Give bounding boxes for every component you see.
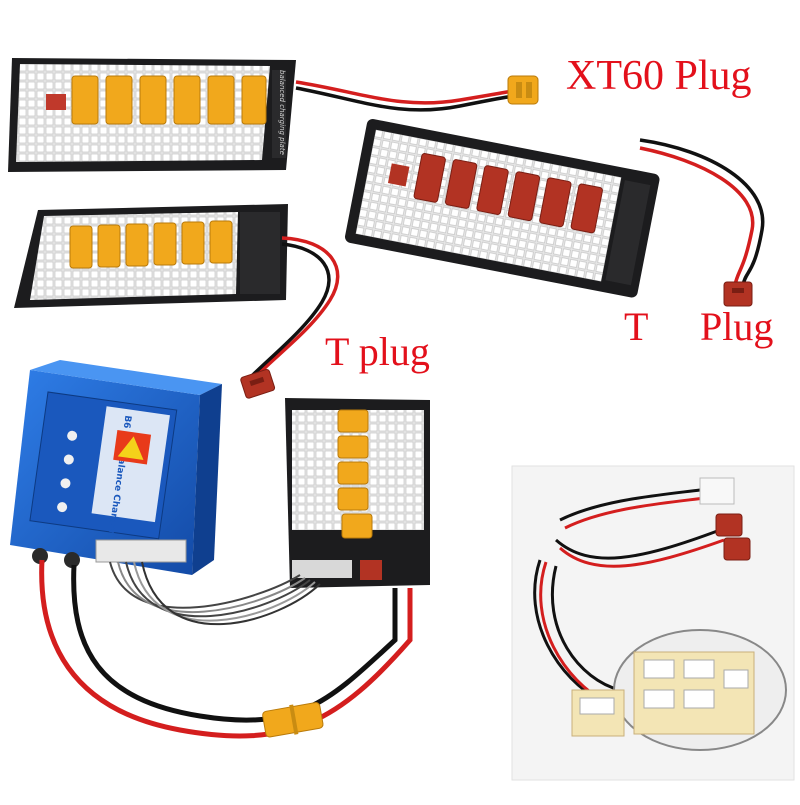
lead-wire-black (246, 242, 331, 382)
xt60-plug-connector (507, 75, 539, 105)
caption-t-plug-right-letter: T (624, 304, 649, 349)
balance-connector-white (699, 477, 735, 505)
lead-wire-red (253, 236, 340, 380)
charger-panel: B6 Pro Balance Charger (29, 391, 178, 540)
board-tplug-right (344, 119, 660, 298)
balance-wire-bundle (109, 561, 321, 626)
lead-wire-red (39, 559, 413, 739)
t-plug-connector-right (723, 281, 753, 307)
lead-wire-black (639, 138, 765, 286)
lead-wire-black (295, 86, 521, 112)
balance-charger: B6 Pro Balance Charger (10, 360, 222, 575)
t-plug-connector-left (240, 369, 276, 399)
board-label-text: balanced charging plate (278, 70, 286, 155)
svg-text:balanced charging plate: balanced charging plate (278, 70, 286, 155)
caption-xt60-plug: XT60 Plug (566, 53, 752, 99)
caption-t-plug-right-word: Plug (700, 304, 774, 349)
lead-wire-black (71, 564, 398, 723)
inline-xt60-connector (262, 702, 324, 738)
lead-wire-red (639, 146, 755, 286)
inset-cable-assembly (511, 465, 795, 781)
board-xt60-parallel (285, 398, 430, 588)
caption-t-plug-left: T plug (325, 329, 430, 374)
board-xt60-middle (14, 204, 288, 308)
inset-board-closeup (613, 629, 787, 751)
board-xt60-top: balanced charging plate (8, 58, 296, 172)
